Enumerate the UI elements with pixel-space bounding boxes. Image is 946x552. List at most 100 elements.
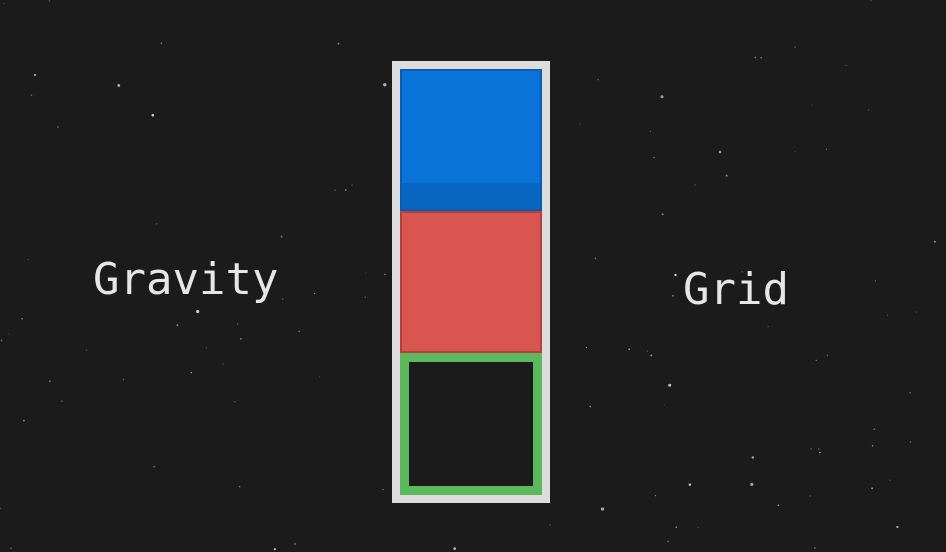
star — [30, 94, 33, 97]
star — [222, 363, 224, 365]
star — [597, 78, 599, 81]
star — [845, 64, 847, 66]
star — [351, 184, 353, 186]
star — [672, 294, 674, 297]
star — [760, 57, 762, 59]
star — [579, 123, 581, 125]
star — [751, 456, 755, 459]
star — [871, 444, 874, 447]
star — [234, 401, 236, 403]
star — [660, 95, 664, 99]
star — [3, 2, 5, 4]
blue-block-shade — [402, 183, 540, 209]
star — [23, 419, 25, 422]
star — [777, 504, 780, 507]
star — [281, 298, 284, 300]
star — [794, 46, 796, 48]
title-word-left: Gravity — [93, 254, 279, 305]
star — [383, 83, 387, 87]
star — [190, 371, 193, 374]
star — [874, 280, 877, 282]
star — [817, 448, 820, 450]
star — [48, 0, 51, 2]
star — [664, 404, 666, 406]
star — [33, 73, 37, 77]
star — [909, 441, 912, 443]
star — [694, 184, 696, 186]
star — [21, 317, 23, 320]
star — [725, 174, 728, 177]
star — [365, 272, 367, 274]
star — [815, 359, 817, 362]
star — [896, 525, 899, 529]
star — [27, 258, 29, 260]
star — [933, 240, 936, 243]
star — [589, 405, 592, 408]
star — [205, 347, 208, 349]
star — [117, 84, 121, 87]
star — [239, 337, 242, 340]
star — [767, 326, 769, 328]
star — [794, 150, 796, 152]
star — [675, 526, 677, 528]
star — [661, 213, 664, 216]
star — [650, 354, 653, 357]
star — [8, 333, 10, 335]
star — [889, 479, 891, 481]
star — [49, 380, 51, 383]
grid-board[interactable] — [400, 69, 542, 495]
grid-frame — [392, 61, 550, 503]
star — [298, 330, 301, 333]
star — [871, 487, 874, 490]
star — [0, 507, 1, 509]
star — [384, 273, 386, 276]
star — [809, 495, 811, 497]
star — [741, 270, 744, 273]
target-slot[interactable] — [400, 353, 542, 495]
star — [909, 391, 911, 394]
star — [0, 339, 3, 342]
star — [549, 524, 551, 526]
star — [337, 42, 340, 45]
star — [594, 257, 597, 260]
blue-block[interactable] — [400, 69, 542, 211]
star — [313, 292, 316, 295]
star — [61, 400, 63, 402]
star — [653, 156, 655, 159]
star — [819, 451, 821, 454]
star — [870, 0, 872, 2]
star — [85, 349, 88, 351]
star — [344, 189, 347, 191]
title-word-right: Grid — [683, 264, 789, 315]
star — [236, 323, 239, 325]
star — [155, 223, 158, 225]
star — [646, 350, 649, 352]
star — [364, 296, 366, 298]
star — [887, 314, 889, 316]
star — [668, 383, 672, 387]
star — [825, 148, 828, 151]
star — [873, 428, 875, 430]
star — [649, 130, 652, 133]
star — [810, 448, 812, 450]
star — [382, 488, 384, 491]
star — [826, 354, 829, 357]
star — [585, 346, 588, 349]
star — [273, 547, 277, 551]
star — [718, 150, 722, 154]
star — [628, 348, 631, 351]
star — [196, 310, 200, 314]
star — [151, 113, 155, 117]
star — [10, 547, 12, 550]
star — [811, 104, 813, 106]
star — [153, 465, 156, 468]
star — [750, 482, 754, 486]
red-block[interactable] — [400, 211, 542, 353]
star — [280, 235, 283, 238]
star — [123, 379, 125, 381]
star — [654, 494, 657, 497]
star — [319, 376, 321, 378]
star — [667, 540, 669, 543]
star — [176, 324, 179, 327]
